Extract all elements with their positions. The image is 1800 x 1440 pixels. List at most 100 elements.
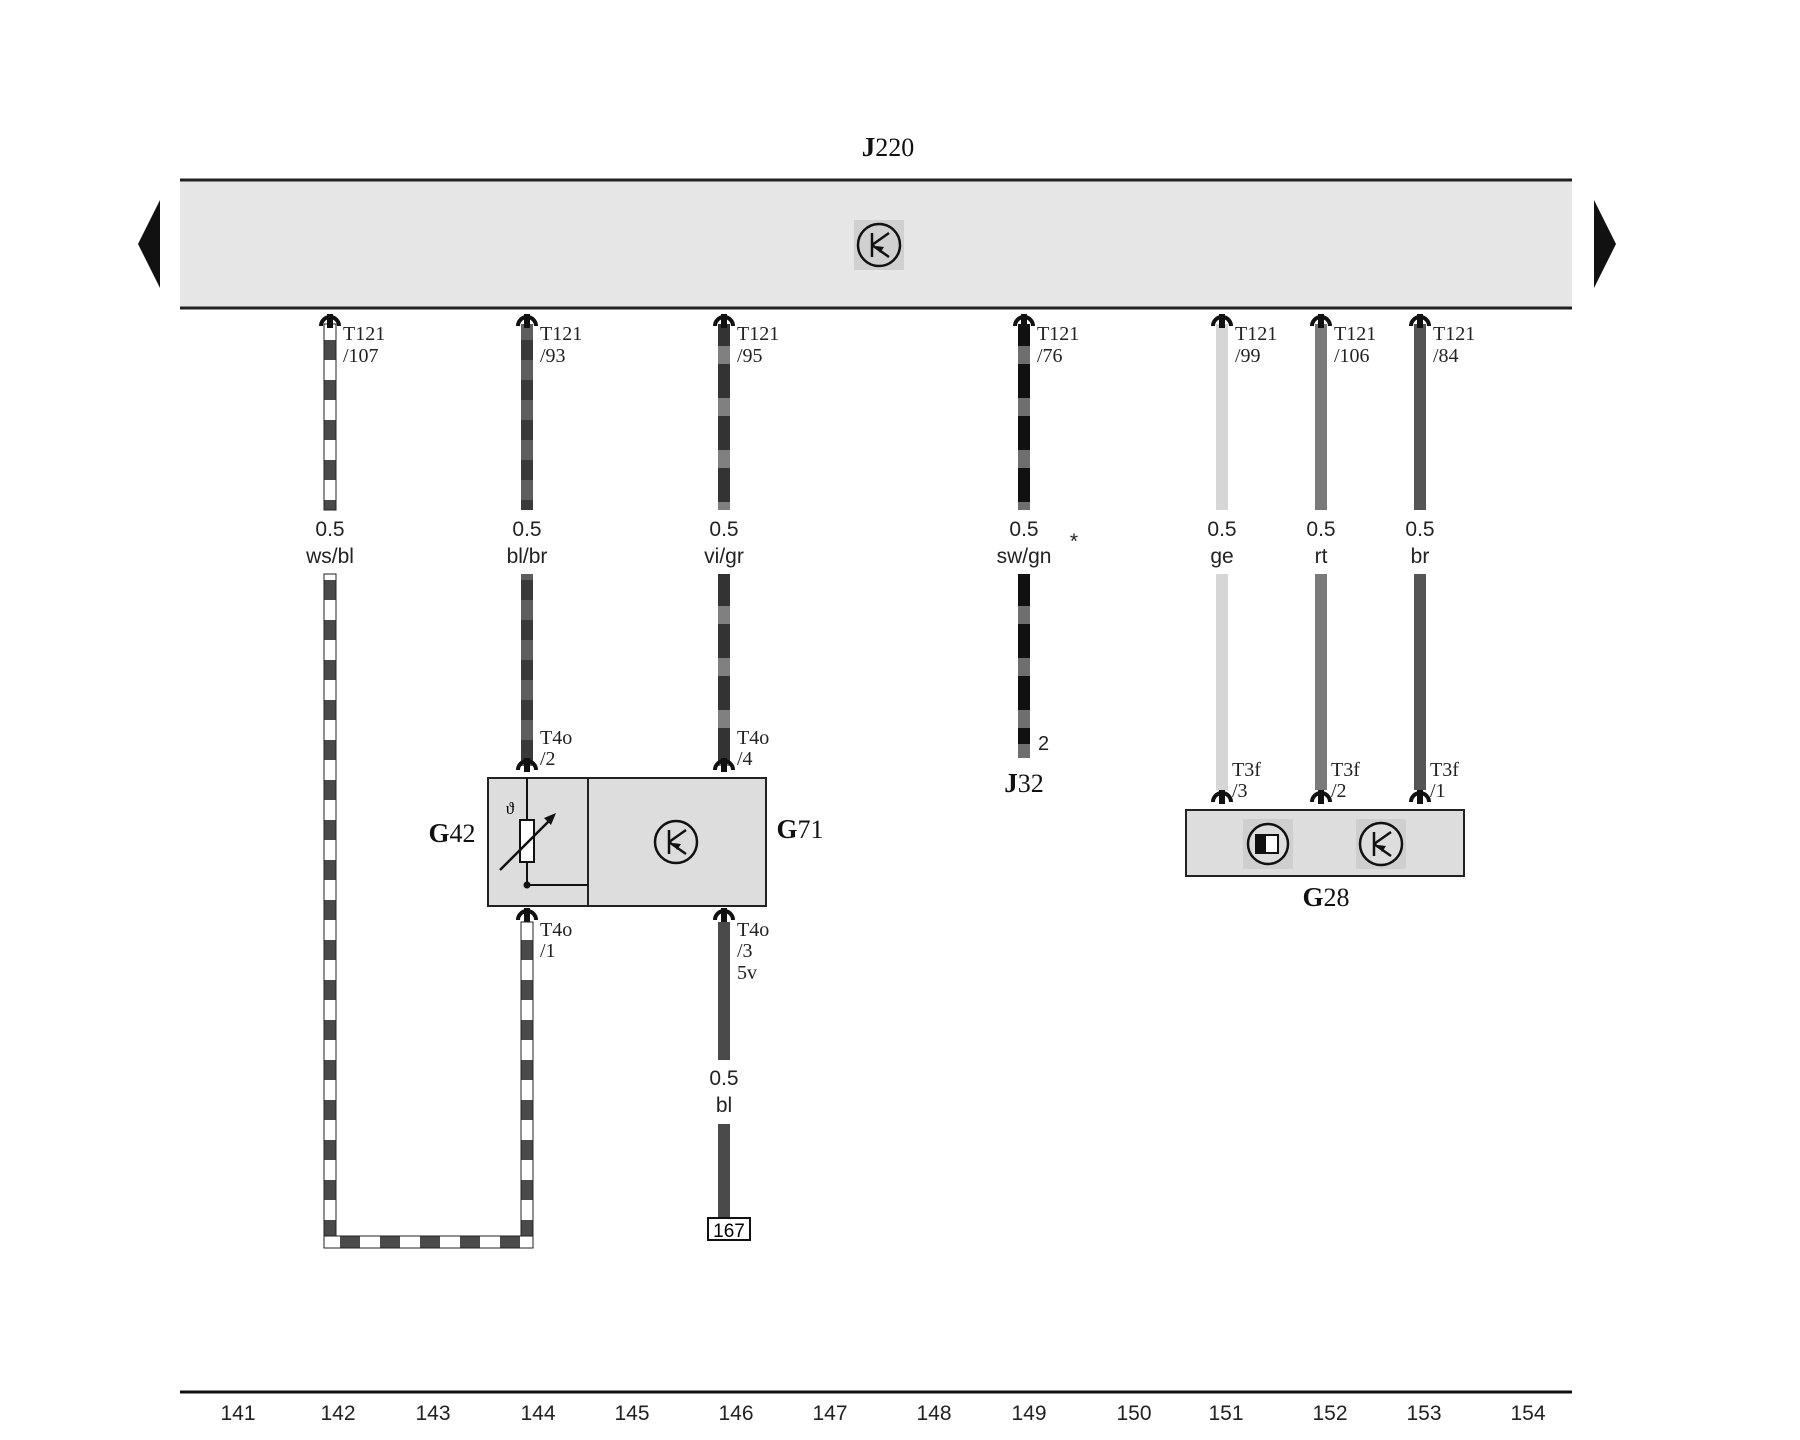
pin-connector: T121 — [1235, 323, 1277, 345]
wire-gauge: 0.5 — [709, 518, 738, 541]
g42-label: G42 — [428, 818, 475, 848]
electronic-component-icon — [1356, 819, 1406, 869]
wire-gauge: 0.5 — [709, 1067, 738, 1090]
connector-icon — [1310, 790, 1332, 804]
ruler-tick: 141 — [220, 1402, 255, 1425]
sensor-block-g42-g71: ϑ — [487, 777, 767, 907]
wire-84: T121/84 0.5 br — [1405, 314, 1475, 790]
ruler-tick: 143 — [415, 1402, 450, 1425]
wire-color: bl — [716, 1094, 732, 1117]
connector-icon — [1409, 314, 1431, 328]
pin-connector: T4o — [737, 727, 769, 749]
j32-label: J32 — [1004, 768, 1044, 798]
connector-icon — [1211, 790, 1233, 804]
pin-connector: T3f — [1331, 759, 1360, 781]
wire-color: vi/gr — [704, 545, 744, 568]
hall-sender-icon — [1243, 819, 1293, 869]
wire-color: bl/br — [507, 545, 548, 568]
pin-connector: T4o — [737, 919, 769, 941]
pin-number: /93 — [540, 345, 566, 367]
pin-connector: T121 — [1334, 323, 1376, 345]
ruler-tick: 144 — [520, 1402, 555, 1425]
pin-number: /1 — [1430, 780, 1446, 802]
ruler-tick: 148 — [916, 1402, 951, 1425]
connector-icon — [516, 758, 538, 772]
connector-icon — [516, 908, 538, 922]
wire-color: ge — [1210, 545, 1233, 568]
ruler-tick: 146 — [718, 1402, 753, 1425]
wire-note: * — [1070, 530, 1078, 553]
ruler-tick: 142 — [320, 1402, 355, 1425]
connector-icon — [516, 314, 538, 328]
wire-color: rt — [1315, 545, 1328, 568]
connector-icon — [713, 758, 735, 772]
wire-gauge: 0.5 — [1306, 518, 1335, 541]
pin-number: /84 — [1433, 345, 1459, 367]
wire-76: T121/760.5sw/gn* — [997, 314, 1079, 758]
wires-layer: T121/107 0.5 ws/bl T121/93 0.5 bl/br T121/95 0.… — [305, 314, 1475, 1249]
pin-number: /99 — [1235, 345, 1261, 367]
control-unit-number: 220 — [875, 133, 914, 162]
pin-number: /3 — [737, 940, 753, 962]
pin-connector: T121 — [540, 323, 582, 345]
electronic-component-icon — [653, 819, 699, 865]
connector-icon — [1310, 314, 1332, 328]
continue-left-arrow — [138, 200, 160, 288]
ruler-tick: 145 — [614, 1402, 649, 1425]
pin-connector: T4o — [540, 727, 572, 749]
wire-95: T121/95 0.5 vi/gr — [704, 314, 779, 766]
reference-box: 167 — [707, 1217, 751, 1242]
wire-gauge: 0.5 — [315, 518, 344, 541]
wire-gauge: 0.5 — [1207, 518, 1236, 541]
pin-connector: T3f — [1232, 759, 1261, 781]
wire-ws-bl-loop — [323, 921, 534, 1249]
electronic-component-icon — [854, 220, 904, 270]
pin-connector: T3f — [1430, 759, 1459, 781]
pin-number: /2 — [1331, 780, 1347, 802]
connector-icon — [1409, 790, 1431, 804]
wire-bl-167: 0.5 bl — [709, 922, 739, 1218]
pin-connector: T121 — [737, 323, 779, 345]
pin-number: /3 — [1232, 780, 1248, 802]
connector-icon — [1013, 314, 1035, 328]
control-unit-label: J220 — [862, 132, 915, 162]
wire-gauge: 0.5 — [1405, 518, 1434, 541]
wire-color: ws/bl — [305, 545, 354, 568]
ruler-tick: 152 — [1312, 1402, 1347, 1425]
ruler-tick: 150 — [1116, 1402, 1151, 1425]
ruler-tick: 147 — [812, 1402, 847, 1425]
wire-gauge: 0.5 — [512, 518, 541, 541]
wire-107: T121/107 0.5 ws/bl — [305, 314, 385, 1237]
sensor-g28 — [1185, 809, 1465, 877]
pin-number: /95 — [737, 345, 763, 367]
pin-voltage: 5v — [737, 962, 757, 984]
connector-icon — [1211, 314, 1233, 328]
thermistor-icon — [499, 778, 588, 889]
connector-icon — [319, 314, 341, 328]
pin-connector: T121 — [343, 323, 385, 345]
wire-99: T121/99 0.5 ge — [1207, 314, 1277, 790]
ruler-tick: 154 — [1510, 1402, 1545, 1425]
pin-number: /4 — [737, 748, 753, 770]
wire-93: T121/93 0.5 bl/br — [507, 314, 582, 766]
pin-connector: T121 — [1433, 323, 1475, 345]
wire-color: br — [1411, 545, 1430, 568]
pin-connector: T4o — [540, 919, 572, 941]
g28-label: G28 — [1302, 882, 1349, 912]
ruler-tick: 151 — [1208, 1402, 1243, 1425]
reference-number: 167 — [713, 1221, 745, 1242]
pin-connector: T121 — [1037, 323, 1079, 345]
pin-number: /2 — [540, 748, 556, 770]
connector-icon — [713, 908, 735, 922]
theta-symbol: ϑ — [506, 799, 515, 818]
pin-number: /1 — [540, 940, 556, 962]
wire-gauge: 0.5 — [1009, 518, 1038, 541]
g71-label: G71 — [776, 814, 823, 844]
pin-number: /107 — [343, 345, 379, 367]
ruler-tick: 149 — [1011, 1402, 1046, 1425]
